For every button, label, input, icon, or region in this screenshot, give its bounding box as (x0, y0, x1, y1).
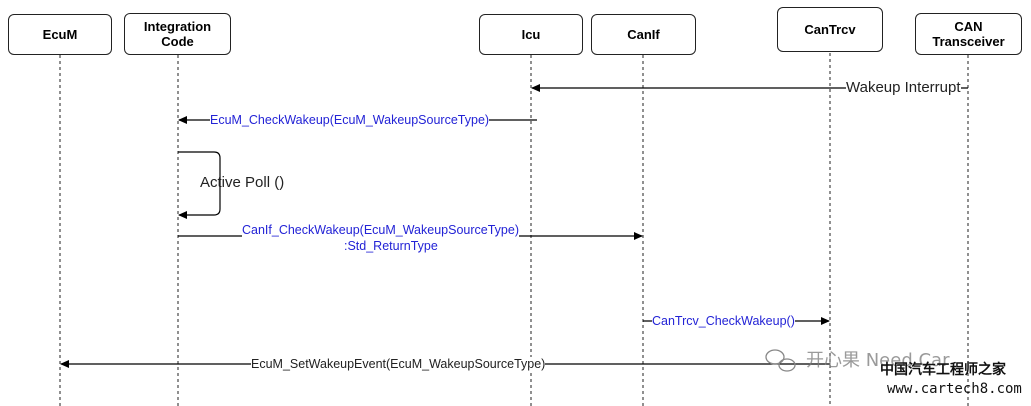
watermark-url: www.cartech8.com (887, 381, 1022, 397)
label-wakeup-interrupt: Wakeup Interrupt (846, 79, 961, 96)
label-canif-check-wakeup: CanIf_CheckWakeup(EcuM_WakeupSourceType) (242, 223, 519, 238)
label-cantrcv-check-wakeup: CanTrcv_CheckWakeup() (652, 314, 795, 329)
participant-canif: CanIf (591, 14, 696, 55)
label-canif-return-type: :Std_ReturnType (344, 239, 438, 253)
watermark-title: 开心果 Need Car (806, 350, 950, 371)
participant-can-transceiver: CAN Transceiver (915, 13, 1022, 55)
arrow-active-poll (178, 151, 221, 219)
wechat-logo-icon (765, 349, 796, 372)
participant-ecum: EcuM (8, 14, 112, 55)
label-set-wakeup-event: EcuM_SetWakeupEvent(EcuM_WakeupSourceTyp… (251, 357, 546, 372)
participant-cantrcv: CanTrcv (777, 7, 883, 52)
label-check-wakeup: EcuM_CheckWakeup(EcuM_WakeupSourceType) (210, 113, 490, 128)
watermark-site-name: 中国汽车工程师之家 (880, 362, 1006, 378)
label-active-poll: Active Poll () (200, 174, 285, 191)
participant-icu: Icu (479, 14, 583, 55)
participant-integration-code: Integration Code (124, 13, 231, 55)
